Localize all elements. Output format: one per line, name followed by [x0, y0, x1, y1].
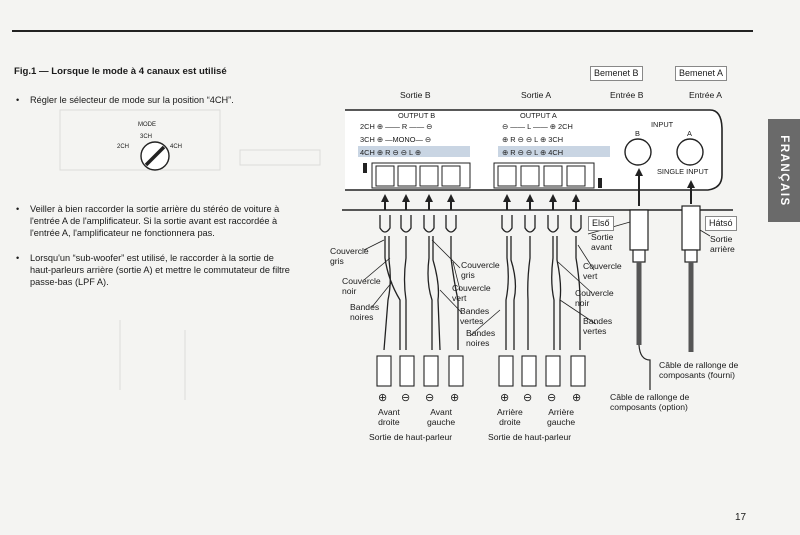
- input-jack-b: [624, 138, 652, 166]
- label-couvercle-vert-right: Couvercle vert: [583, 261, 622, 281]
- label-sortie-avant: Sortie avant: [591, 232, 614, 252]
- instruction-3-text: Lorsqu'un “sub-woofer” est utilisé, le r…: [30, 253, 290, 288]
- label-cable-fourni: Câble de rallonge de composants (fourni): [659, 360, 739, 380]
- overlay-bemenet-b: Bemenet B: [590, 66, 643, 81]
- polarity-minus: ⊖: [547, 392, 557, 404]
- label-couvercle-vert-mid: Couvercle vert: [452, 283, 491, 303]
- label-bandes-noires-left: Bandes noires: [350, 302, 380, 322]
- label-bandes-vertes-right: Bandes vertes: [583, 316, 613, 336]
- terminal-block-b: [371, 162, 471, 189]
- overlay-hatso: Hátsó: [705, 216, 737, 231]
- language-tab-label: FRANÇAIS: [778, 134, 790, 207]
- instruction-1-text: Régler le sélecteur de mode sur la posit…: [30, 95, 234, 105]
- leader-lines: [363, 221, 711, 337]
- panel-row-2ch-b: 2CH ⊕ —— R —— ⊖: [360, 122, 433, 131]
- panel-single-input: SINGLE INPUT: [657, 167, 709, 176]
- polarity-plus: ⊕: [572, 392, 582, 404]
- polarity-minus: ⊖: [425, 392, 435, 404]
- polarity-plus: ⊕: [450, 392, 460, 404]
- instruction-2-text: Veiller à bien raccorder la sortie arriè…: [30, 204, 280, 239]
- row-4ch-b-highlight: [358, 146, 470, 157]
- label-cable-option: Câble de rallonge de composants (option): [610, 392, 690, 412]
- mode-label: MODE: [138, 122, 156, 128]
- label-avant-droite: Avant droite: [378, 407, 400, 427]
- label-bandes-noires-mid: Bandes noires: [466, 328, 496, 348]
- label-avant-gauche: Avant gauche: [427, 407, 456, 427]
- panel-jack-a: A: [687, 129, 692, 138]
- label-sortie-b: Sortie B: [400, 90, 431, 100]
- language-tab: FRANÇAIS: [768, 119, 800, 222]
- rca-cables: [629, 205, 701, 390]
- bullet-dot: •: [16, 95, 20, 105]
- instruction-1: • Régler le sélecteur de mode sur la pos…: [16, 94, 290, 106]
- label-sortie-hp-1: Sortie de haut-parleur: [369, 432, 453, 442]
- mode-2ch: 2CH: [117, 144, 130, 150]
- label-sortie-a: Sortie A: [521, 90, 552, 100]
- polarity-plus: ⊕: [378, 392, 388, 404]
- label-couvercle-noir-right: Couvercle noir: [575, 288, 614, 308]
- label-sortie-hp-2: Sortie de haut-parleur: [488, 432, 572, 442]
- panel-jack-b: B: [635, 129, 640, 138]
- mode-dial-pointer: [144, 145, 166, 167]
- label-arriere-droite: Arrière droite: [497, 407, 523, 427]
- panel-output-b: OUTPUT B: [398, 111, 436, 120]
- mode-4ch: 4CH: [170, 144, 183, 150]
- label-bandes-vertes-mid: Bandes vertes: [460, 306, 490, 326]
- top-rule: [12, 30, 753, 32]
- polarity-minus: ⊖: [523, 392, 533, 404]
- figure-title: Fig.1 — Lorsque le mode à 4 canaux est u…: [14, 66, 227, 77]
- label-couvercle-gris-mid: Couvercle gris: [461, 260, 500, 280]
- page-number: 17: [735, 512, 747, 523]
- label-entree-a: Entrée A: [689, 90, 722, 100]
- row-4ch-a-highlight: [498, 146, 610, 157]
- input-jack-a: [676, 138, 704, 166]
- overlay-elso: Első: [588, 216, 614, 231]
- panel-row-4ch-b: 4CH ⊕ R ⊖ ⊖ L ⊕: [360, 148, 422, 157]
- bullet-dot: •: [16, 204, 20, 214]
- polarity-plus: ⊕: [500, 392, 510, 404]
- panel-input: INPUT: [651, 120, 674, 129]
- instruction-3: • Lorsqu'un “sub-woofer” est utilisé, le…: [16, 252, 292, 289]
- speaker-plugs: [376, 355, 586, 387]
- instruction-2: • Veiller à bien raccorder la sortie arr…: [16, 203, 292, 240]
- panel-row-3ch-a: ⊕ R ⊖ ⊖ L ⊕ 3CH: [502, 135, 564, 144]
- panel-output-a: OUTPUT A: [520, 111, 557, 120]
- label-arriere-gauche: Arrière gauche: [547, 407, 576, 427]
- overlay-bemenet-a: Bemenet A: [675, 66, 728, 81]
- label-sortie-arriere: Sortie arrière: [710, 234, 735, 254]
- bullet-dot: •: [16, 253, 20, 263]
- speaker-wires: [379, 215, 582, 351]
- panel-row-2ch-a: ⊖ —— L —— ⊕ 2CH: [502, 122, 573, 131]
- label-entree-b: Entrée B: [610, 90, 644, 100]
- up-arrows: [381, 168, 695, 210]
- label-couvercle-gris-left: Couvercle gris: [330, 246, 369, 266]
- polarity-minus: ⊖: [401, 392, 411, 404]
- terminal-block-a: [493, 162, 595, 189]
- panel-row-4ch-a: ⊕ R ⊖ ⊖ L ⊕ 4CH: [502, 148, 564, 157]
- panel-row-3ch-b: 3CH ⊕ —MONO— ⊖: [360, 135, 432, 144]
- mode-3ch: 3CH: [140, 134, 153, 140]
- label-couvercle-noir-left: Couvercle noir: [342, 276, 381, 296]
